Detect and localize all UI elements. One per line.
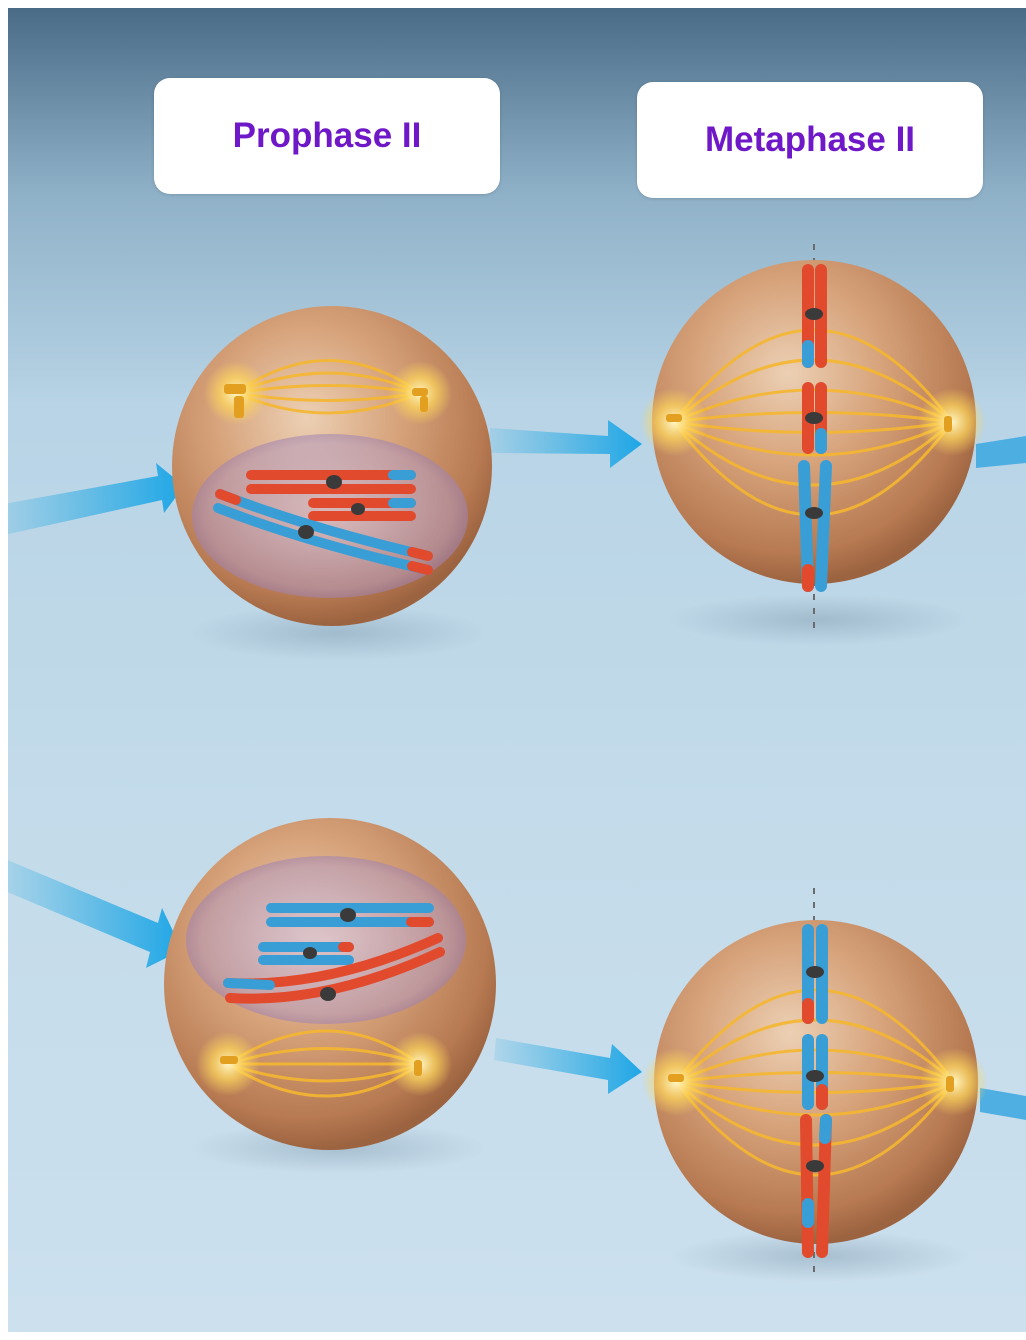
- prophase-ii-cell-bottom: [164, 818, 496, 1174]
- diagram-frame: Prophase II Metaphase II: [8, 8, 1026, 1332]
- flow-arrow-icon: [8, 856, 182, 968]
- meiosis-ii-illustration: [8, 8, 1026, 1332]
- metaphase-ii-cell-bottom: [642, 888, 988, 1282]
- flow-arrow-icon: [976, 436, 1026, 468]
- flow-arrow-icon: [490, 420, 642, 468]
- flow-arrow-icon: [980, 1088, 1026, 1120]
- flow-arrow-icon: [8, 463, 184, 535]
- prophase-ii-cell-top: [172, 306, 492, 661]
- metaphase-ii-cell-top: [640, 244, 986, 646]
- flow-arrow-icon: [494, 1038, 642, 1094]
